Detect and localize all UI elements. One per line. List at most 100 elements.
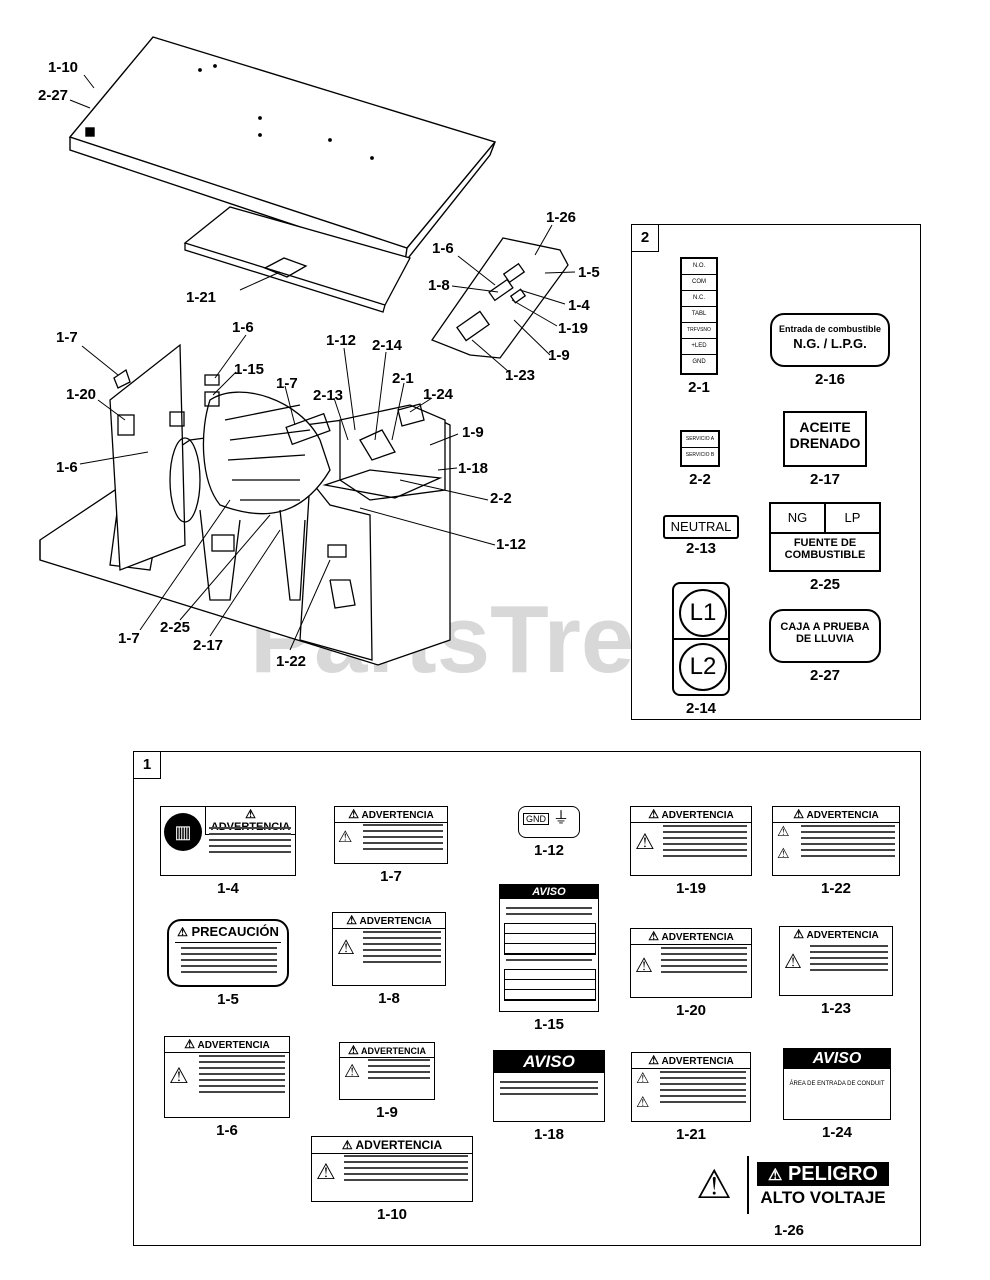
label-1-24: AVISO ÁREA DE ENTRADA DE CONDUIT 1-24 — [783, 1048, 891, 1141]
label-1-21-text — [660, 1067, 746, 1107]
panel-1-number: 1 — [134, 752, 161, 779]
warning-triangle-icon: ⚠ — [793, 807, 805, 821]
label-1-9: ⚠ ADVERTENCIA ⚠ 1-9 — [339, 1042, 435, 1121]
label-2-27-line1: CAJA A PRUEBA — [780, 621, 870, 633]
label-1-19: ⚠ ADVERTENCIA ⚠ 1-19 — [630, 806, 752, 897]
warning-triangle-icon: ⚠ — [348, 807, 360, 821]
callout-1-9-right: 1-9 — [462, 424, 484, 441]
label-1-7-text — [363, 820, 443, 854]
warning-triangle-icon: ⚠ — [793, 927, 805, 941]
callout-1-4: 1-4 — [568, 297, 590, 314]
label-2-14: L1 L2 2-14 — [672, 582, 730, 717]
label-1-23-header-text: ADVERTENCIA — [806, 930, 879, 941]
label-1-9-text — [368, 1055, 430, 1083]
label-1-5-text — [181, 943, 277, 977]
label-2-25-plate: NG LP FUENTE DE COMBUSTIBLE — [769, 502, 881, 572]
label-1-22-header-text: ADVERTENCIA — [806, 810, 879, 821]
panel-2-number: 2 — [632, 225, 659, 252]
label-2-1-line: +LED — [682, 339, 716, 355]
label-1-15-text-mid — [506, 955, 592, 965]
label-1-8: ⚠ ADVERTENCIA ⚠ 1-8 — [332, 912, 446, 1007]
callout-1-7-left: 1-7 — [56, 329, 78, 346]
label-1-10-header: ⚠ ADVERTENCIA — [312, 1137, 472, 1154]
label-1-20-plate: ⚠ ADVERTENCIA ⚠ — [630, 928, 752, 998]
label-1-26-plate: ⚠ ⚠ PELIGRO ALTO VOLTAJE — [685, 1156, 893, 1218]
callout-1-12-bottom: 1-12 — [496, 536, 526, 553]
label-1-24-body: ÁREA DE ENTRADA DE CONDUIT — [789, 1081, 885, 1087]
callout-1-6-mid: 1-6 — [232, 319, 254, 336]
callout-1-15: 1-15 — [234, 361, 264, 378]
callout-1-23: 1-23 — [505, 367, 535, 384]
callout-1-20: 1-20 — [66, 386, 96, 403]
label-1-18-header: AVISO — [494, 1051, 604, 1073]
callout-1-5: 1-5 — [578, 264, 600, 281]
label-1-15-caption: 1-15 — [533, 1016, 565, 1033]
callout-1-21: 1-21 — [186, 289, 216, 306]
callout-1-19: 1-19 — [558, 320, 588, 337]
label-1-7-caption: 1-7 — [380, 868, 402, 885]
moving-parts-icon: ⚠ — [777, 823, 790, 839]
warning-triangle-icon: ⚠ — [341, 1138, 353, 1152]
label-2-14-divider — [674, 638, 728, 640]
callout-1-9-top: 1-9 — [548, 347, 570, 364]
label-1-22-caption: 1-22 — [820, 880, 852, 897]
label-1-5-caption: 1-5 — [217, 991, 239, 1008]
hot-parts-icon: ⚠ — [777, 845, 790, 861]
label-1-12-text: GND — [523, 813, 549, 825]
label-1-6-text — [199, 1051, 285, 1097]
label-1-6-plate: ⚠ ADVERTENCIA ⚠ — [164, 1036, 290, 1118]
label-1-9-caption: 1-9 — [376, 1104, 398, 1121]
label-1-15-table-top — [504, 923, 596, 955]
callout-2-13: 2-13 — [313, 387, 343, 404]
rotating-fan-icon: ⚠ — [169, 1063, 189, 1088]
label-1-5-plate: ⚠ PRECAUCIÓN — [167, 919, 289, 987]
label-1-18-caption: 1-18 — [533, 1126, 565, 1143]
label-1-23-plate: ⚠ ADVERTENCIA ⚠ — [779, 926, 893, 996]
label-1-7-plate: ⚠ ADVERTENCIA ⚠ — [334, 806, 448, 864]
warning-triangle-icon: ⚠ — [648, 807, 660, 821]
label-1-5: ⚠ PRECAUCIÓN 1-5 — [167, 919, 289, 1008]
fire-hazard-icon: ⚠ — [635, 829, 655, 854]
label-1-23-caption: 1-23 — [820, 1000, 852, 1017]
label-1-6: ⚠ ADVERTENCIA ⚠ 1-6 — [164, 1036, 290, 1139]
access-panel — [430, 237, 569, 359]
label-2-14-l1: L1 — [679, 589, 727, 637]
label-2-1-caption: 2-1 — [688, 379, 710, 396]
fumes-icon: ⚠ — [344, 1061, 361, 1081]
label-2-17: ACEITE DRENADO 2-17 — [783, 411, 867, 488]
label-1-15-plate: AVISO — [499, 884, 599, 1012]
high-voltage-icon: ⚠ — [696, 1163, 732, 1207]
label-1-8-header: ⚠ ADVERTENCIA — [333, 913, 445, 929]
label-1-18-text — [500, 1077, 598, 1099]
label-1-15-header: AVISO — [500, 885, 598, 899]
label-1-23-text — [810, 941, 888, 975]
callout-1-8: 1-8 — [428, 277, 450, 294]
label-1-9-header-text: ADVERTENCIA — [360, 1046, 426, 1056]
leader-lines — [69, 74, 576, 651]
label-1-20-header-text: ADVERTENCIA — [661, 932, 734, 943]
label-1-23-header: ⚠ ADVERTENCIA — [780, 927, 892, 942]
callout-1-18: 1-18 — [458, 460, 488, 477]
label-2-1-plate: N.O. COM N.C. TABL TRFVSNO +LED GND — [680, 257, 718, 375]
callout-1-7-bottom: 1-7 — [118, 630, 140, 647]
label-2-25-ng: NG — [771, 504, 826, 532]
callout-labels: 1-10 2-27 1-26 1-6 1-5 1-8 1-4 1-19 1-21… — [38, 59, 600, 670]
label-1-10: ⚠ ADVERTENCIA ⚠ 1-10 — [311, 1136, 473, 1223]
label-2-1-line: COM — [682, 275, 716, 291]
callout-1-6-top: 1-6 — [432, 240, 454, 257]
label-2-17-caption: 2-17 — [809, 471, 841, 488]
label-2-16-caption: 2-16 — [814, 371, 846, 388]
warning-triangle-icon: ⚠ — [346, 913, 358, 927]
label-2-17-plate: ACEITE DRENADO — [783, 411, 867, 467]
label-1-21-header-text: ADVERTENCIA — [661, 1056, 734, 1067]
panel-2: 2 N.O. COM N.C. TABL TRFVSNO +LED GND 2-… — [631, 224, 921, 720]
label-2-13-caption: 2-13 — [685, 540, 717, 557]
callout-2-2: 2-2 — [490, 490, 512, 507]
hot-surface-icon: ⚠ — [635, 955, 653, 977]
label-2-16-line1: Entrada de combustible — [778, 324, 882, 334]
label-1-22-plate: ⚠ ADVERTENCIA ⚠ ⚠ — [772, 806, 900, 876]
callout-2-1: 2-1 — [392, 370, 414, 387]
label-1-10-caption: 1-10 — [376, 1206, 408, 1223]
explosion-icon: ⚠ — [337, 937, 355, 959]
label-1-21-header: ⚠ ADVERTENCIA — [632, 1053, 750, 1069]
